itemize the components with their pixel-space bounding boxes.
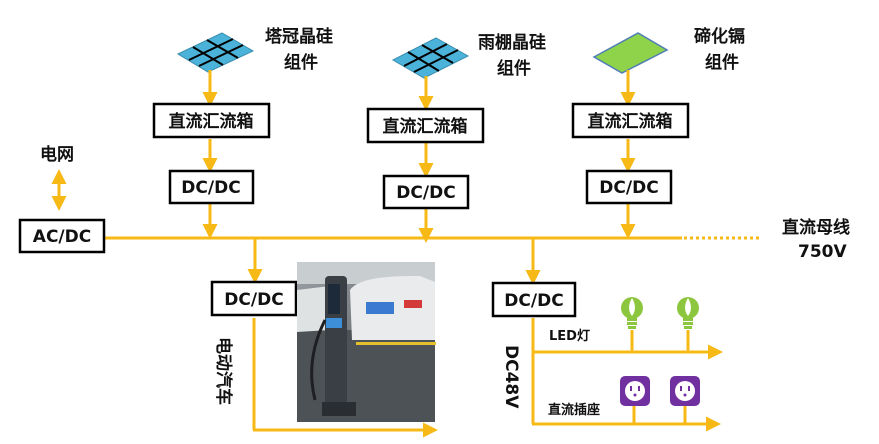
led-light-label: LED灯 xyxy=(549,328,590,344)
dcdc-converter-48v: DC/DC xyxy=(491,281,577,318)
source-label-1-line1: 塔冠晶硅 xyxy=(265,26,333,47)
dc-socket-label: 直流插座 xyxy=(548,402,600,418)
led-bulb-icon xyxy=(677,297,699,329)
dcdc-converter-3: DC/DC xyxy=(585,169,673,205)
combiner-box-3: 直流汇流箱 xyxy=(571,102,690,139)
dc-bus-voltage: 750V xyxy=(798,242,847,262)
dc-bus-label: 直流母线 xyxy=(782,217,850,238)
dc48v-label: DC48V xyxy=(501,345,521,409)
svg-text:直流汇流箱: 直流汇流箱 xyxy=(383,116,468,137)
solar-panel-silicon-icon xyxy=(176,32,255,73)
source-label-2-line1: 雨棚晶硅 xyxy=(478,32,546,53)
dc-socket-icon xyxy=(670,376,700,406)
svg-text:DC/DC: DC/DC xyxy=(599,178,658,198)
dcdc-converter-ev: DC/DC xyxy=(210,280,298,317)
svg-text:DC/DC: DC/DC xyxy=(396,183,455,203)
combiner-box-1: 直流汇流箱 xyxy=(152,102,271,139)
source-label-3-line2: 组件 xyxy=(705,52,739,73)
svg-text:直流汇流箱: 直流汇流箱 xyxy=(169,111,254,132)
grid-label: 电网 xyxy=(40,144,74,165)
svg-text:DC/DC: DC/DC xyxy=(181,178,240,198)
solar-panel-cdte-icon xyxy=(592,32,669,74)
ev-label: 电动汽车 xyxy=(213,337,234,405)
dcdc-converter-2: DC/DC xyxy=(382,174,470,210)
combiner-box-2: 直流汇流箱 xyxy=(366,107,485,144)
svg-text:AC/DC: AC/DC xyxy=(33,227,91,247)
source-label-3-line1: 碲化镉 xyxy=(694,26,745,47)
svg-text:DC/DC: DC/DC xyxy=(504,291,563,311)
acdc-converter: AC/DC xyxy=(18,218,106,254)
dc-socket-icon xyxy=(620,376,650,406)
led-bulb-icon xyxy=(621,297,643,329)
dcdc-converter-1: DC/DC xyxy=(168,169,255,205)
ev-charging-station-photo xyxy=(297,262,436,422)
source-label-1-line2: 组件 xyxy=(284,52,318,73)
solar-panel-silicon-icon xyxy=(391,37,470,79)
connector-lines xyxy=(51,70,760,438)
source-label-2-line2: 组件 xyxy=(497,58,531,79)
svg-text:DC/DC: DC/DC xyxy=(224,290,283,310)
svg-text:直流汇流箱: 直流汇流箱 xyxy=(588,111,673,132)
